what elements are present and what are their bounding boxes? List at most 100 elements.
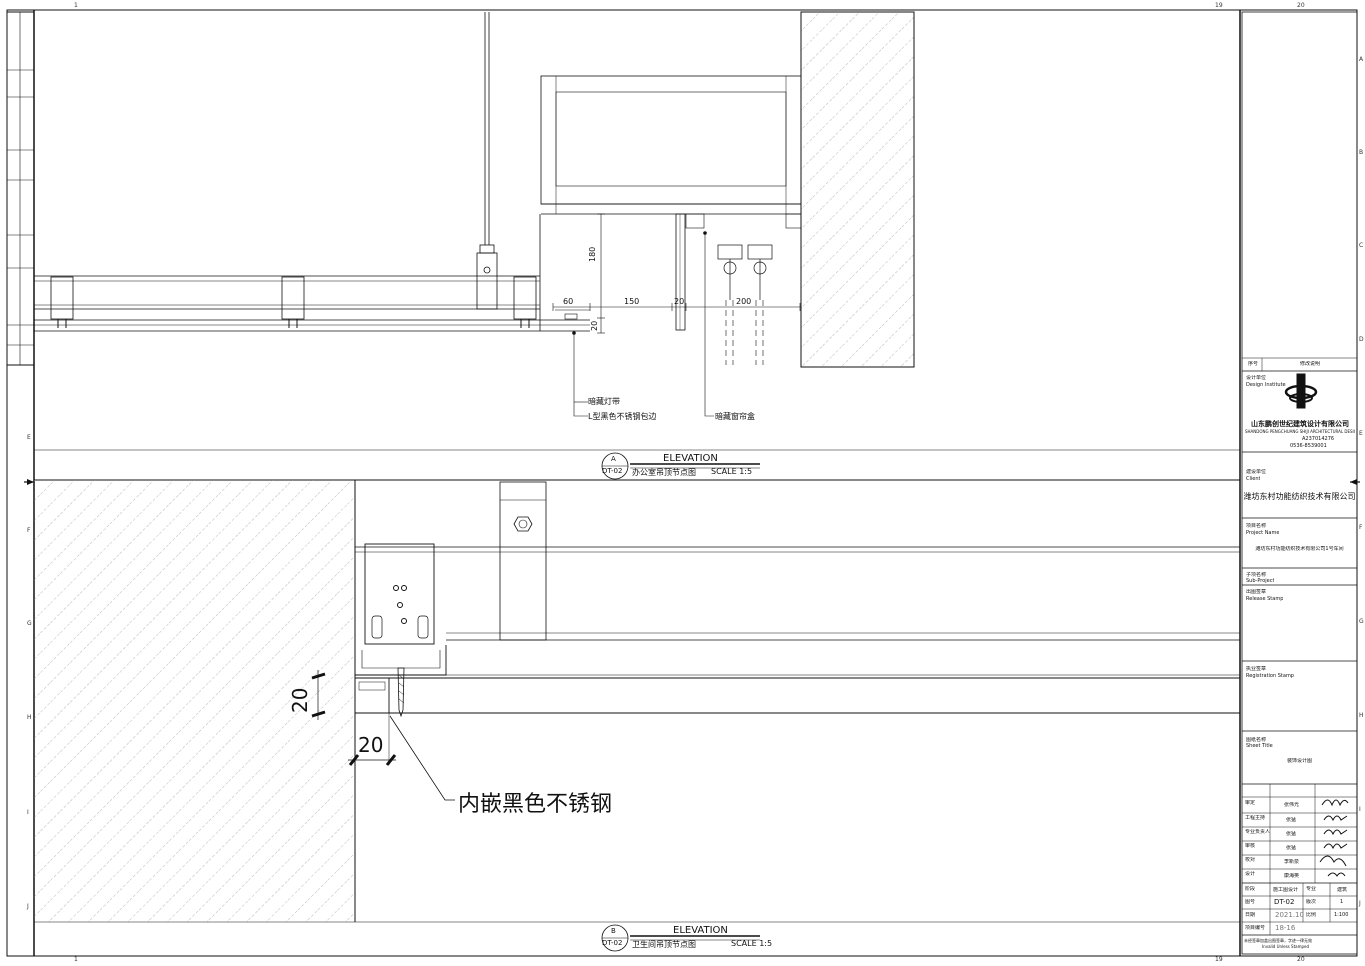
detail-a-bubble-letter: A [611,455,616,463]
detail-b-scale: SCALE 1:5 [731,939,773,948]
row-letter: J [1359,900,1361,907]
top-grid-number: 20 [1297,2,1305,9]
row-letter: J [27,903,29,910]
detail-b-drawing [34,480,1240,922]
footer-note: 未经签章加盖出图签章，字迹一律无效 [1244,938,1312,943]
client-label: 建设单位 [1246,469,1267,475]
signoff-name: 张伟光 [1284,802,1300,808]
label-hidden-light-strip: 暗藏灯带 [588,397,620,406]
row-letter: A [1359,56,1364,63]
project-label: 项目名称 [1246,523,1267,529]
row-letter: G [1359,618,1364,625]
bottom-grid-number: 1 [74,956,78,963]
signoff-role: 校对 [1245,857,1256,863]
rev-no-header: 序号 [1248,361,1259,367]
row-letter: E [27,434,31,441]
detail-b-dim-horizontal: 20 [358,733,384,757]
row-letter: G [27,620,32,627]
detail-a-heading: ELEVATION [663,453,718,464]
detail-b-dimensions [311,670,397,766]
revision-label: 版次 [1306,899,1317,905]
detail-a-leaders [572,231,714,417]
detail-a-drawing [34,11,915,368]
company-logo [1284,373,1318,409]
company-name-cn: 山东鹏创世纪建筑设计有限公司 [1251,420,1349,428]
design-institute-label: 设计单位 [1246,375,1267,381]
specialty-label: 专业 [1306,886,1317,892]
signoff-role: 审核 [1245,843,1256,849]
detail-a-dimensions [552,213,801,334]
detail-a-title: 办公室吊顶节点图 [632,468,696,477]
signoff-role: 专业负责人 [1245,829,1271,835]
rev-desc-header: 修改说明 [1300,361,1321,367]
row-letter: H [1359,712,1364,719]
specialty-value: 建筑 [1337,887,1348,893]
detail-a-scale: SCALE 1:5 [711,467,753,476]
project-name: 潍坊东村功能纺织技术有限公司1号车间 [1255,546,1344,552]
release-stamp-en: Release Stamp [1246,596,1284,602]
scale-value: 1:100 [1334,912,1349,918]
row-letter: I [27,809,29,816]
project-en: Project Name [1246,530,1280,536]
left-binding-strip [6,11,35,366]
row-letter: I [1359,806,1361,813]
dim-60: 60 [563,297,574,306]
signoff-name: 张猛 [1286,817,1297,823]
top-grid-number: 19 [1215,2,1223,9]
row-letter: C [1359,242,1364,249]
signoff-name: 张猛 [1286,831,1297,837]
detail-a-bubble-sheet: DT-02 [602,467,623,475]
detail-b-bubble-letter: B [611,927,616,935]
detail-b-heading: ELEVATION [673,925,728,936]
sheet-title: 装饰设计图 [1286,758,1312,764]
company-cert: A237014276 [1302,436,1335,442]
detail-b-callout: 内嵌黑色不锈钢 [458,792,613,817]
dim-20-vertical: 20 [590,320,599,331]
registration-stamp-en: Registration Stamp [1246,673,1294,679]
company-name-en: SHANDONG PENGCHUANG SHIJI ARCHITECTURAL … [1245,429,1355,434]
detail-b-title-marker [601,924,760,952]
row-letter: F [1359,524,1363,531]
top-grid-number: 1 [74,2,78,9]
detail-b-dim-vertical: 20 [288,687,312,713]
date-value: 2021.10 [1275,911,1304,919]
subproject-label: 子项名称 [1246,572,1267,578]
signoff-name: 李新泉 [1284,859,1300,865]
bottom-grid-number: 20 [1297,956,1305,963]
subproject-en: Sub-Project [1246,578,1275,584]
footer-note-en: Invalid Unless Stamped [1262,944,1310,949]
title-block-lines [1241,11,1358,955]
scale-label: 比例 [1306,912,1317,918]
bottom-grid-number: 19 [1215,956,1223,963]
row-letter: E [1359,430,1363,437]
release-stamp-label: 出图签章 [1246,589,1267,595]
project-no-value: 18-16 [1275,924,1296,932]
stage-value: 施工图设计 [1273,887,1299,893]
sheet-no-value: DT-02 [1274,898,1295,906]
dim-150: 150 [624,297,640,306]
dim-200: 200 [736,297,752,306]
detail-b-bubble-sheet: DT-02 [602,939,623,947]
signoff-name: 张猛 [1286,845,1297,851]
revision-value: 1 [1340,899,1344,905]
stage-label: 阶段 [1245,886,1256,892]
client-name: 潍坊东村功能纺织技术有限公司 [1243,492,1356,501]
dim-20: 20 [674,297,685,306]
registration-stamp-label: 执业签章 [1246,666,1267,672]
label-l-trim: L型黑色不锈钢包边 [588,412,657,421]
sheet-title-label: 图纸名称 [1246,737,1267,743]
dim-180: 180 [588,246,597,262]
row-letter: F [27,527,31,534]
signoff-role: 工程主持 [1245,815,1266,821]
detail-b-title: 卫生间吊顶节点图 [632,940,696,949]
signoff-role: 审定 [1245,800,1256,806]
date-label: 日期 [1245,912,1256,918]
row-letter: H [27,714,32,721]
row-letter: D [1359,336,1364,343]
label-curtain-box: 暗藏窗帘盒 [715,412,755,421]
project-no-label: 项目编号 [1245,925,1266,931]
signoff-name: 康海英 [1284,873,1300,879]
sheet-title-en: Sheet Title [1246,743,1273,749]
signoff-role: 设计 [1245,871,1256,877]
